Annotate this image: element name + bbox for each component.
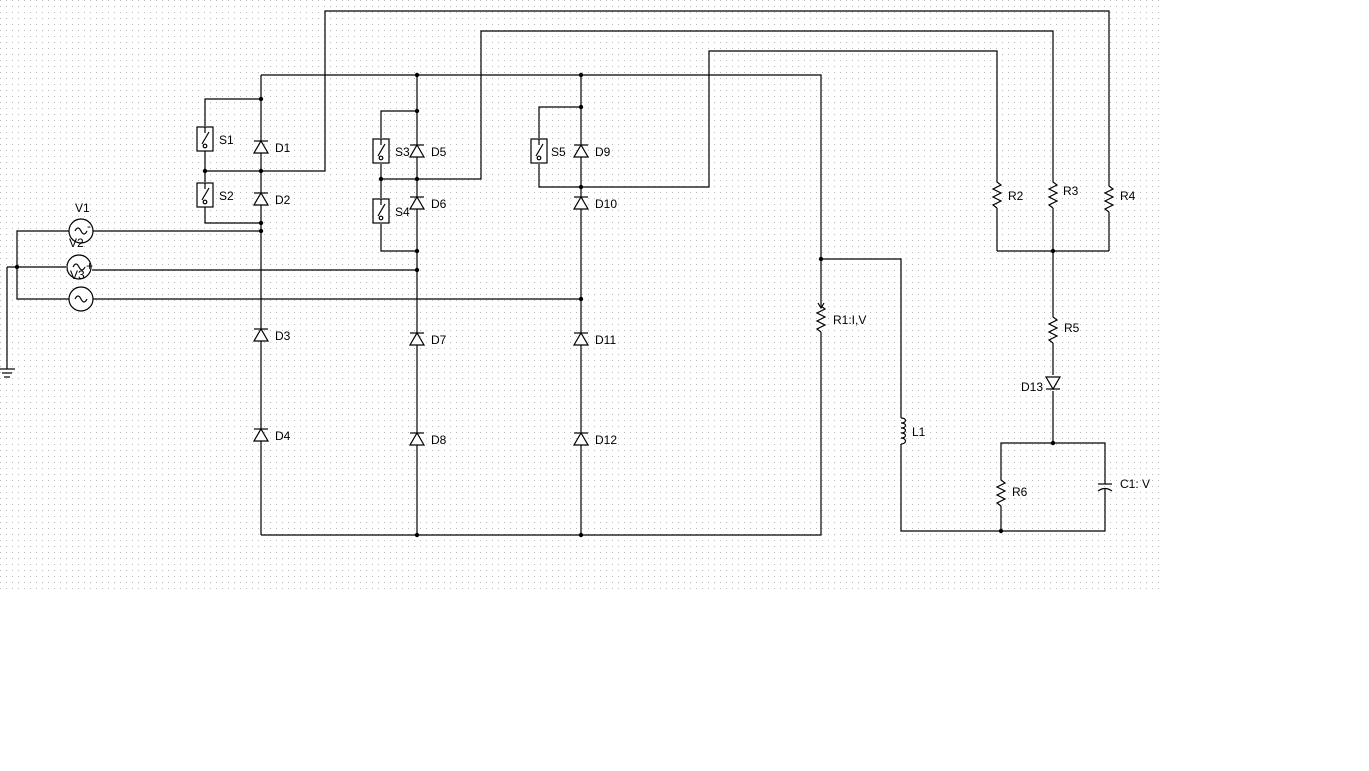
label-d7: D7 <box>431 333 447 347</box>
component-labels: V1 V2 V3 S1 S2 S3 S4 S5 D1 D2 D3 D4 D5 D… <box>69 133 1150 499</box>
svg-text:-: - <box>87 219 91 233</box>
wire-s2-loop <box>204 207 261 224</box>
wire-s5-loop <box>538 106 581 138</box>
switch-s4[interactable] <box>372 198 390 224</box>
label-r6: R6 <box>1012 485 1028 499</box>
label-r3: R3 <box>1063 184 1079 198</box>
wire-top-loop-2 <box>417 30 1054 180</box>
switch-s5[interactable] <box>530 138 548 164</box>
junction-nodes <box>14 72 1056 538</box>
diode-d2[interactable] <box>252 191 270 206</box>
resistor-r3[interactable] <box>1047 178 1059 209</box>
diode-d3[interactable] <box>252 327 270 342</box>
label-s3: S3 <box>395 145 410 159</box>
source-v3[interactable] <box>68 286 94 312</box>
wire-bottom-bus <box>261 332 822 536</box>
diode-d10[interactable] <box>572 195 590 210</box>
label-c1: C1: V <box>1120 477 1150 491</box>
label-d11: D11 <box>595 333 616 347</box>
switch-s3[interactable] <box>372 138 390 164</box>
inductor-l1[interactable] <box>900 417 907 445</box>
wire-l1-to-r6 <box>900 444 1001 532</box>
resistor-r5[interactable] <box>1047 313 1059 344</box>
label-d2: D2 <box>275 193 291 207</box>
wire-s3-loop <box>380 110 417 138</box>
capacitor-c1[interactable] <box>1097 474 1113 496</box>
label-d9: D9 <box>595 145 611 159</box>
label-v1: V1 <box>75 201 90 215</box>
label-d8: D8 <box>431 433 447 447</box>
switch-s2[interactable] <box>196 182 214 208</box>
source-v1[interactable]: - <box>68 218 94 244</box>
diode-d7[interactable] <box>408 331 426 346</box>
label-v2: V2 <box>69 236 84 250</box>
diode-d11[interactable] <box>572 331 590 346</box>
diode-d8[interactable] <box>408 431 426 446</box>
label-r2: R2 <box>1008 189 1024 203</box>
label-d6: D6 <box>431 197 447 211</box>
label-d3: D3 <box>275 329 291 343</box>
source-v2[interactable]: + <box>66 254 93 280</box>
diode-d1[interactable] <box>252 139 270 154</box>
label-r5: R5 <box>1064 321 1080 335</box>
label-s4: S4 <box>395 205 410 219</box>
resistor-r2[interactable] <box>991 178 1003 209</box>
resistor-r1[interactable] <box>815 300 827 333</box>
label-r4: R4 <box>1120 189 1136 203</box>
resistor-r4[interactable] <box>1103 182 1115 213</box>
wire-top-loop-3 <box>581 50 998 188</box>
wire-s5-bottom <box>538 164 581 188</box>
label-d4: D4 <box>275 429 291 443</box>
diode-d13[interactable] <box>1044 376 1062 391</box>
label-s2: S2 <box>219 189 234 203</box>
label-d1: D1 <box>275 141 291 155</box>
label-d5: D5 <box>431 145 447 159</box>
wire-top-bus <box>261 74 822 300</box>
diode-d9[interactable] <box>572 143 590 158</box>
switch-s1[interactable] <box>196 126 214 152</box>
svg-text:+: + <box>86 259 93 273</box>
diode-d12[interactable] <box>572 431 590 446</box>
wire-rc-bottom <box>1000 496 1106 532</box>
label-d13: D13 <box>1021 380 1043 394</box>
label-l1: L1 <box>912 425 926 439</box>
wire-r1-to-l1 <box>821 258 902 418</box>
label-d12: D12 <box>595 433 617 447</box>
wire-top-loop-1 <box>261 10 1110 182</box>
label-s1: S1 <box>219 133 234 147</box>
label-d10: D10 <box>595 197 617 211</box>
label-r1: R1:I,V <box>833 313 866 327</box>
wire-s1-loop <box>204 98 261 126</box>
resistor-r6[interactable] <box>995 476 1007 507</box>
grid-background <box>0 0 1160 590</box>
diode-d5[interactable] <box>408 143 426 158</box>
label-s5: S5 <box>551 145 566 159</box>
label-v3: V3 <box>70 268 85 282</box>
diode-d6[interactable] <box>408 195 426 210</box>
diode-d4[interactable] <box>252 427 270 442</box>
ground-symbol <box>0 368 15 378</box>
wire-s4-loop <box>380 224 417 252</box>
